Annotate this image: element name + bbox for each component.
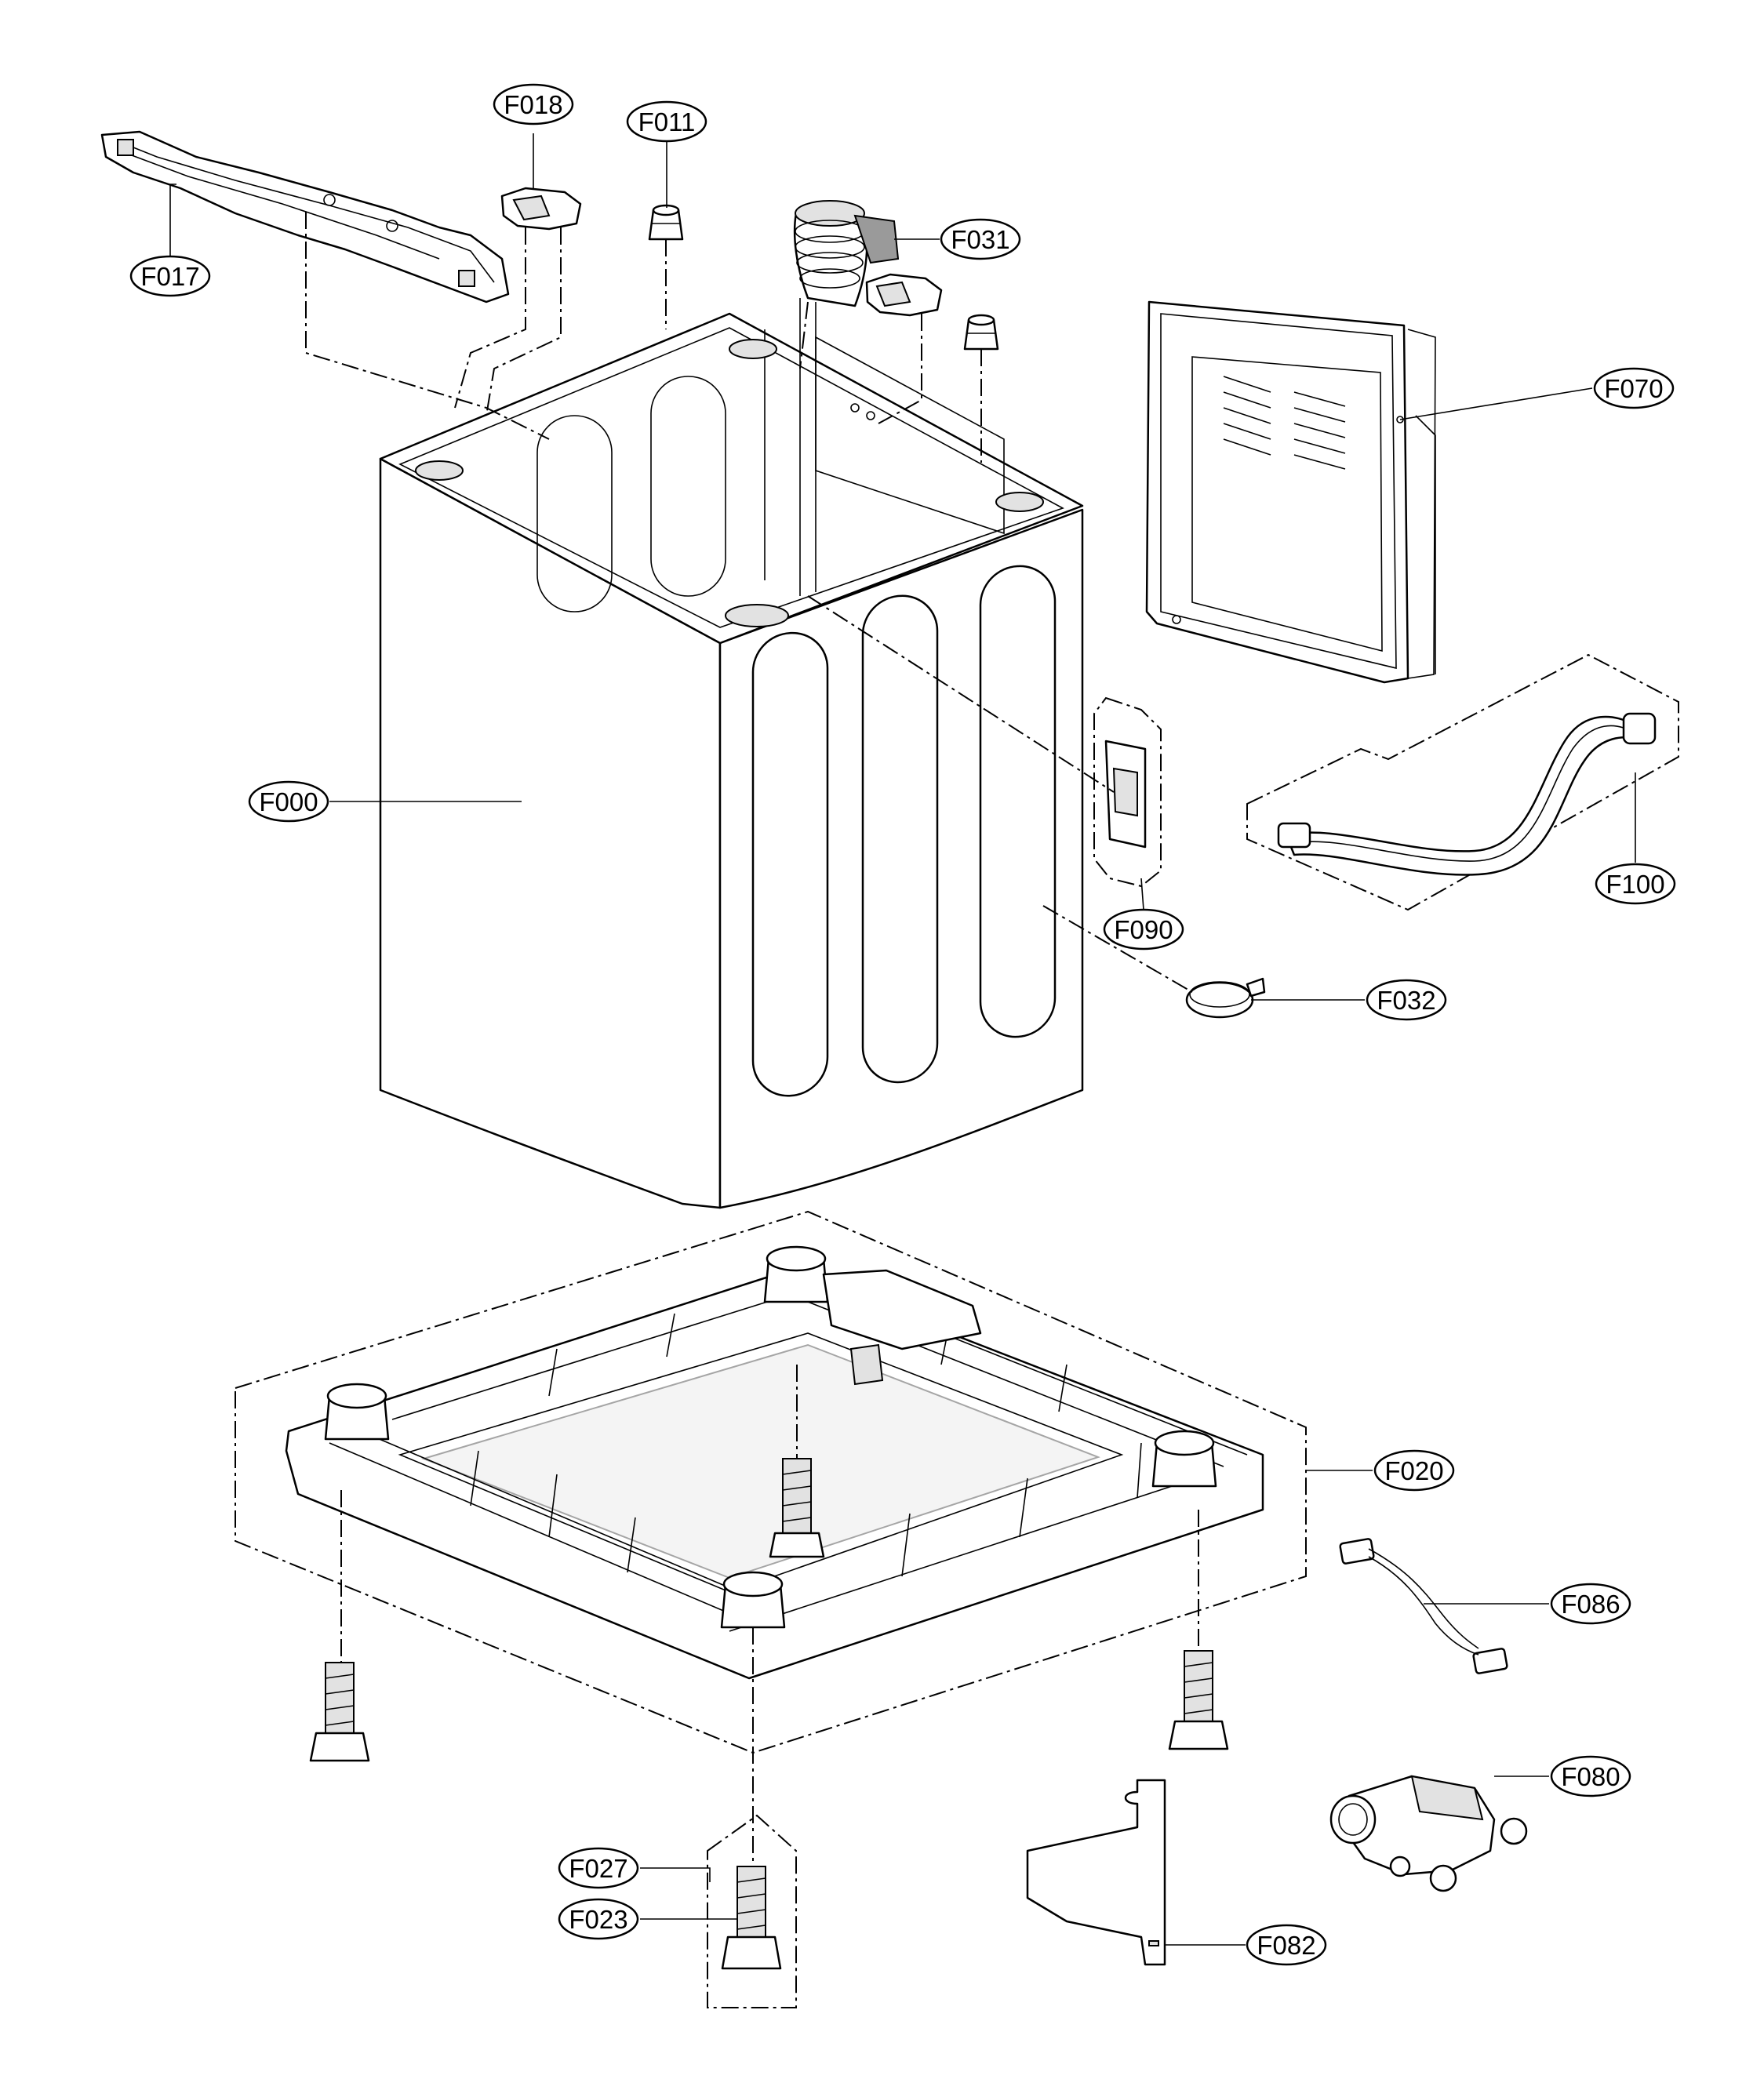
part-bolt-center (769, 1458, 825, 1558)
part-f086-wire-harness (1339, 1538, 1508, 1674)
part-f011-plug-second (963, 314, 999, 351)
callout-f090: F090 (1103, 908, 1184, 950)
callout-f020-text: F020 (1384, 1456, 1443, 1485)
part-f000-cabinet (379, 298, 1084, 1209)
callout-f027-text: F027 (569, 1854, 627, 1883)
part-f032-clamp (1185, 977, 1266, 1019)
callout-f080: F080 (1550, 1755, 1631, 1797)
callout-f090-text: F090 (1114, 915, 1173, 944)
part-f031-hose-connector (793, 200, 900, 307)
callout-f027: F027 (558, 1847, 639, 1889)
callout-f023-text: F023 (569, 1905, 627, 1934)
part-f080-drain-pump (1329, 1775, 1528, 1892)
part-f082-bracket (1026, 1779, 1166, 1966)
callout-f082-text: F082 (1257, 1931, 1315, 1960)
callout-f011-text: F011 (638, 107, 696, 136)
rear-panel-vents (1223, 376, 1346, 470)
callout-f031: F031 (940, 218, 1021, 260)
leader-lines (169, 133, 1636, 1946)
part-f070-rear-panel (1145, 300, 1436, 684)
callout-f080-text: F080 (1561, 1762, 1620, 1791)
callout-f032-text: F032 (1377, 986, 1435, 1015)
part-f011-plug (648, 204, 684, 241)
callout-f017: F017 (129, 255, 211, 297)
callout-f023: F023 (558, 1898, 639, 1940)
callout-f020: F020 (1373, 1449, 1455, 1492)
part-f100-drain-hose (1246, 653, 1679, 911)
callout-f100: F100 (1595, 863, 1676, 905)
part-bolt-right (1168, 1650, 1229, 1750)
callout-f018-text: F018 (504, 90, 562, 119)
callout-f032: F032 (1366, 979, 1447, 1021)
callout-f000-text: F000 (259, 787, 318, 816)
callout-f082: F082 (1246, 1924, 1327, 1966)
callout-f031-text: F031 (951, 225, 1009, 254)
callout-f070: F070 (1593, 367, 1675, 409)
part-f020-base-frame (235, 1210, 1307, 1754)
part-bolt-left (309, 1662, 370, 1762)
callout-f018: F018 (493, 83, 574, 125)
part-f090-switch (1093, 696, 1162, 888)
callout-f100-text: F100 (1606, 870, 1664, 899)
callout-f086: F086 (1550, 1583, 1631, 1625)
callout-f070-text: F070 (1604, 374, 1663, 403)
callout-f000: F000 (248, 780, 329, 823)
part-f018-clip (500, 187, 582, 231)
part-f027-f023-leveling-foot (707, 1814, 797, 2008)
callout-f017-text: F017 (140, 262, 199, 291)
callout-f011: F011 (626, 100, 707, 143)
part-f018-clip-second (865, 273, 943, 317)
callout-f086-text: F086 (1561, 1590, 1620, 1619)
